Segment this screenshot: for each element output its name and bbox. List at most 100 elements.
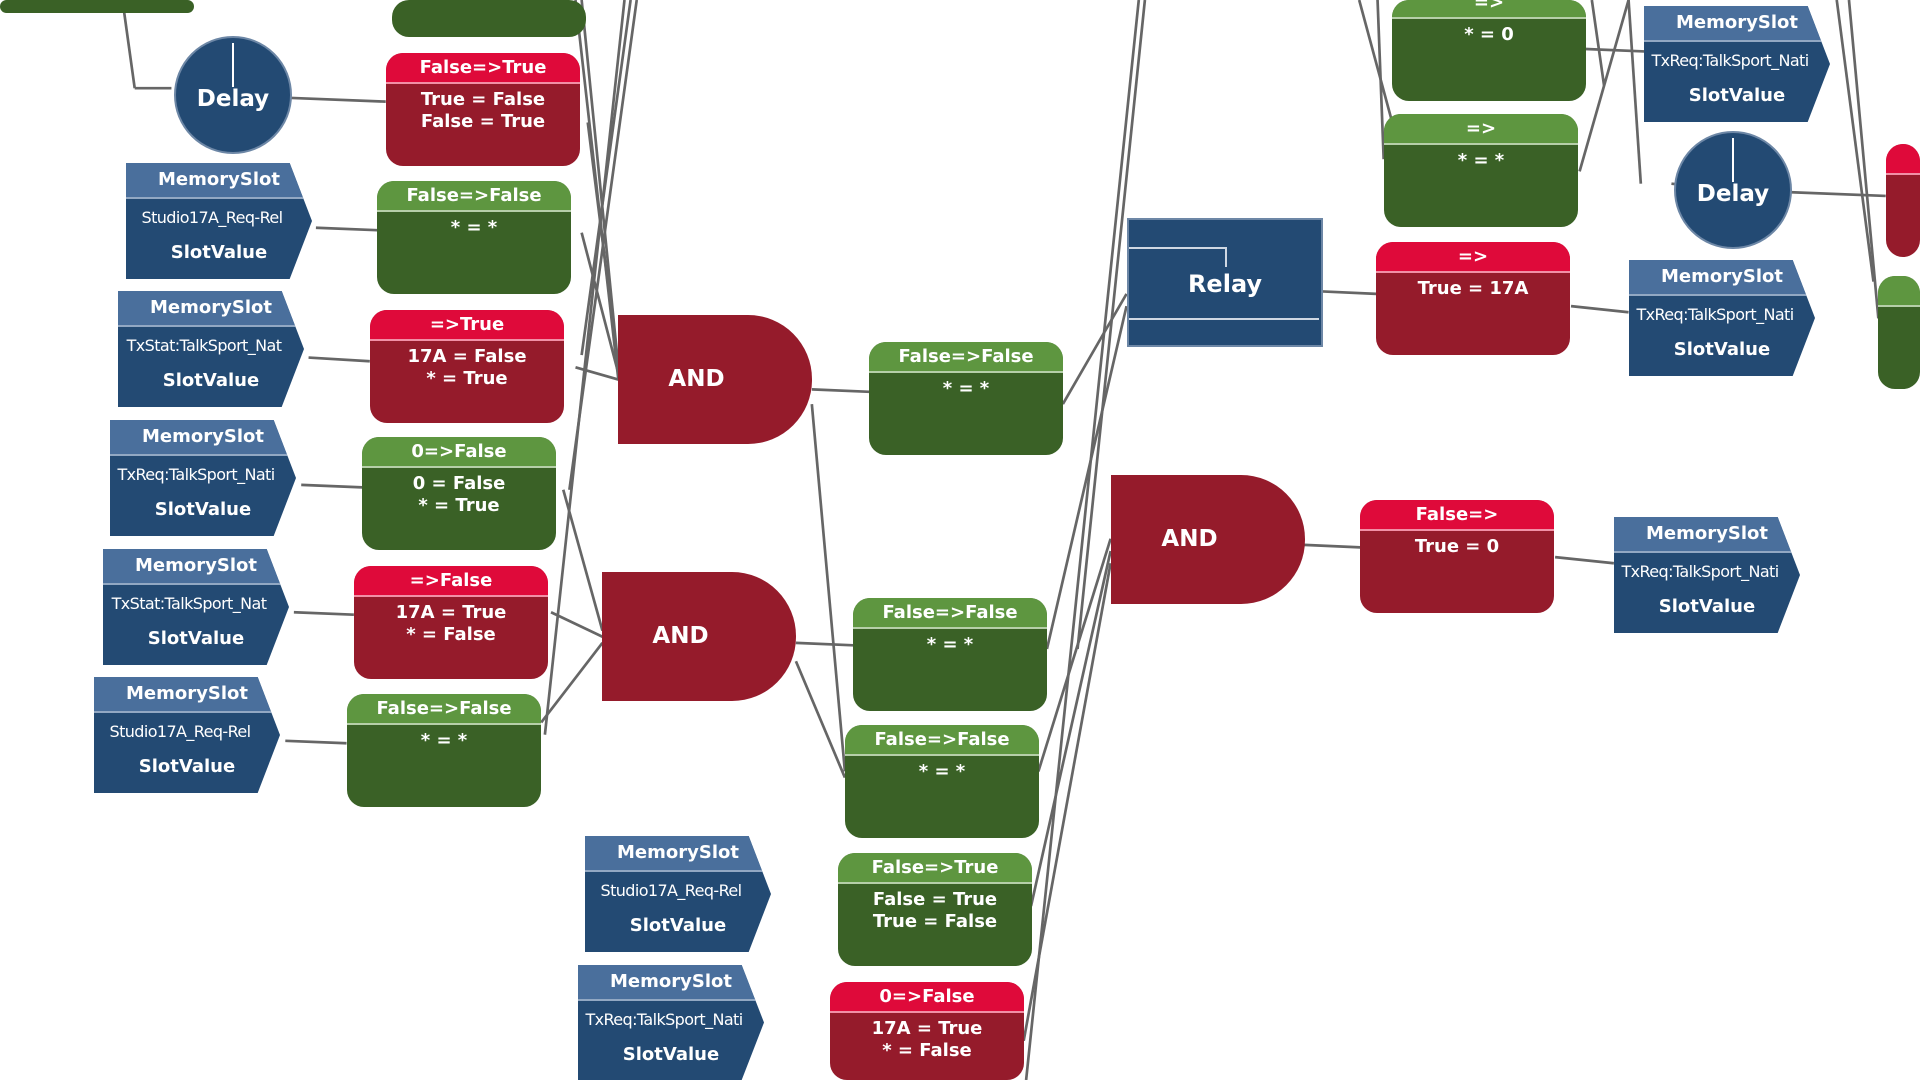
rule-line: 17A = True: [395, 602, 507, 623]
connector-wire: [1322, 290, 1377, 296]
rule-node-green[interactable]: False=>False* = *: [869, 342, 1063, 455]
memory-slot-title: MemorySlot: [94, 677, 280, 713]
delay-label: Delay: [1696, 181, 1770, 207]
rule-body: * = *: [1384, 145, 1578, 172]
rule-line: * = False: [406, 624, 496, 645]
connector-wire: [795, 641, 854, 647]
rule-header: =>: [1376, 242, 1570, 273]
relay-switch-icon: [1225, 247, 1227, 267]
rule-header: =>False: [354, 566, 548, 597]
rule-line: * = *: [942, 378, 990, 399]
rule-node-green[interactable]: False=>False* = *: [845, 725, 1039, 838]
rule-line: False = True: [420, 111, 546, 132]
rule-line: True = False: [420, 89, 546, 110]
connector-wire: [291, 96, 386, 103]
rule-node-green[interactable]: =>* = 0: [1392, 0, 1586, 101]
rule-node-green[interactable]: False=>False* = *: [377, 181, 571, 294]
rule-line: True = 0: [1414, 536, 1500, 557]
and-gate-node[interactable]: AND: [602, 572, 796, 701]
memory-slot-field: SlotValue: [162, 370, 260, 391]
connector-wire: [794, 660, 847, 779]
rule-node-green[interactable]: => * = *: [1384, 114, 1578, 227]
delay-node[interactable]: Delay: [174, 36, 292, 154]
rule-header: [1886, 144, 1920, 175]
memory-slot-name: Studio17A_Req-Rel: [141, 208, 284, 227]
connector-wire: [301, 483, 363, 489]
rule-header: =>: [1384, 114, 1578, 145]
rule-body: * = *: [347, 725, 541, 752]
rule-body: True = 17A: [1376, 273, 1570, 300]
rule-node-red[interactable]: False=> True = 0: [1360, 500, 1554, 613]
memory-slot-name: Studio17A_Req-Rel: [600, 881, 743, 900]
rule-header: False=>False: [347, 694, 541, 725]
and-gate-node[interactable]: AND: [1111, 475, 1305, 604]
connector-wire: [810, 403, 847, 772]
rule-body: * = 0: [1392, 19, 1586, 46]
rule-node-red[interactable]: =>False 17A = True* = False: [354, 566, 548, 679]
memory-slot-field: SlotValue: [1658, 596, 1756, 617]
rule-line: * = True: [418, 495, 500, 516]
memory-slot-name: Studio17A_Req-Rel: [109, 722, 252, 741]
rule-node-green[interactable]: False=>False* = *: [853, 598, 1047, 711]
rule-line: * = False: [882, 1040, 972, 1061]
rule-content: =>True = 17A: [1376, 242, 1570, 300]
rule-node-green[interactable]: [1878, 276, 1920, 389]
delay-node[interactable]: Delay: [1674, 131, 1792, 249]
rule-content: False=>False* = *: [853, 598, 1047, 656]
rule-node-green[interactable]: [0, 0, 194, 13]
clock-hand-icon: [1732, 138, 1734, 182]
rule-body: * = *: [869, 373, 1063, 400]
connector-wire: [811, 388, 870, 394]
connector-wire: [308, 356, 370, 363]
rule-line: * = *: [1457, 150, 1505, 171]
memory-slot-field: SlotValue: [622, 1044, 720, 1065]
memory-slot-field: SlotValue: [1688, 85, 1786, 106]
rule-header: False=>: [1360, 500, 1554, 531]
rule-body: 0 = False* = True: [362, 468, 556, 517]
rule-content: [1886, 144, 1920, 180]
memory-slot-name: TxReq:TalkSport_Nati: [1651, 51, 1809, 70]
rule-body: * = *: [845, 756, 1039, 783]
relay-node[interactable]: Relay: [1127, 218, 1323, 347]
rule-content: => * = *: [1384, 114, 1578, 172]
rule-body: [1878, 307, 1920, 312]
memory-slot-title: MemorySlot: [585, 836, 771, 872]
rule-header: =>: [1392, 0, 1586, 19]
memory-slot-title: MemorySlot: [1629, 260, 1815, 296]
memory-slot-name: TxStat:TalkSport_Nat: [126, 336, 282, 355]
rule-node-green[interactable]: False=>False* = *: [347, 694, 541, 807]
relay-label: Relay: [1187, 270, 1263, 298]
memory-slot-title: MemorySlot: [126, 163, 312, 199]
connector-wire: [285, 739, 347, 745]
rule-node-green[interactable]: [392, 0, 586, 37]
rule-line: * = True: [426, 368, 508, 389]
connector-wire: [580, 0, 620, 368]
memory-slot-title: MemorySlot: [578, 965, 764, 1001]
connector-wire: [1376, 0, 1386, 160]
rule-body: * = *: [377, 212, 571, 239]
memory-slot-name: TxReq:TalkSport_Nati: [585, 1010, 743, 1029]
rule-content: False=>False* = *: [377, 181, 571, 239]
rule-node-red[interactable]: =>True = 17A: [1376, 242, 1570, 355]
rule-node-red[interactable]: [1886, 144, 1920, 257]
and-gate-node[interactable]: AND: [618, 315, 812, 444]
